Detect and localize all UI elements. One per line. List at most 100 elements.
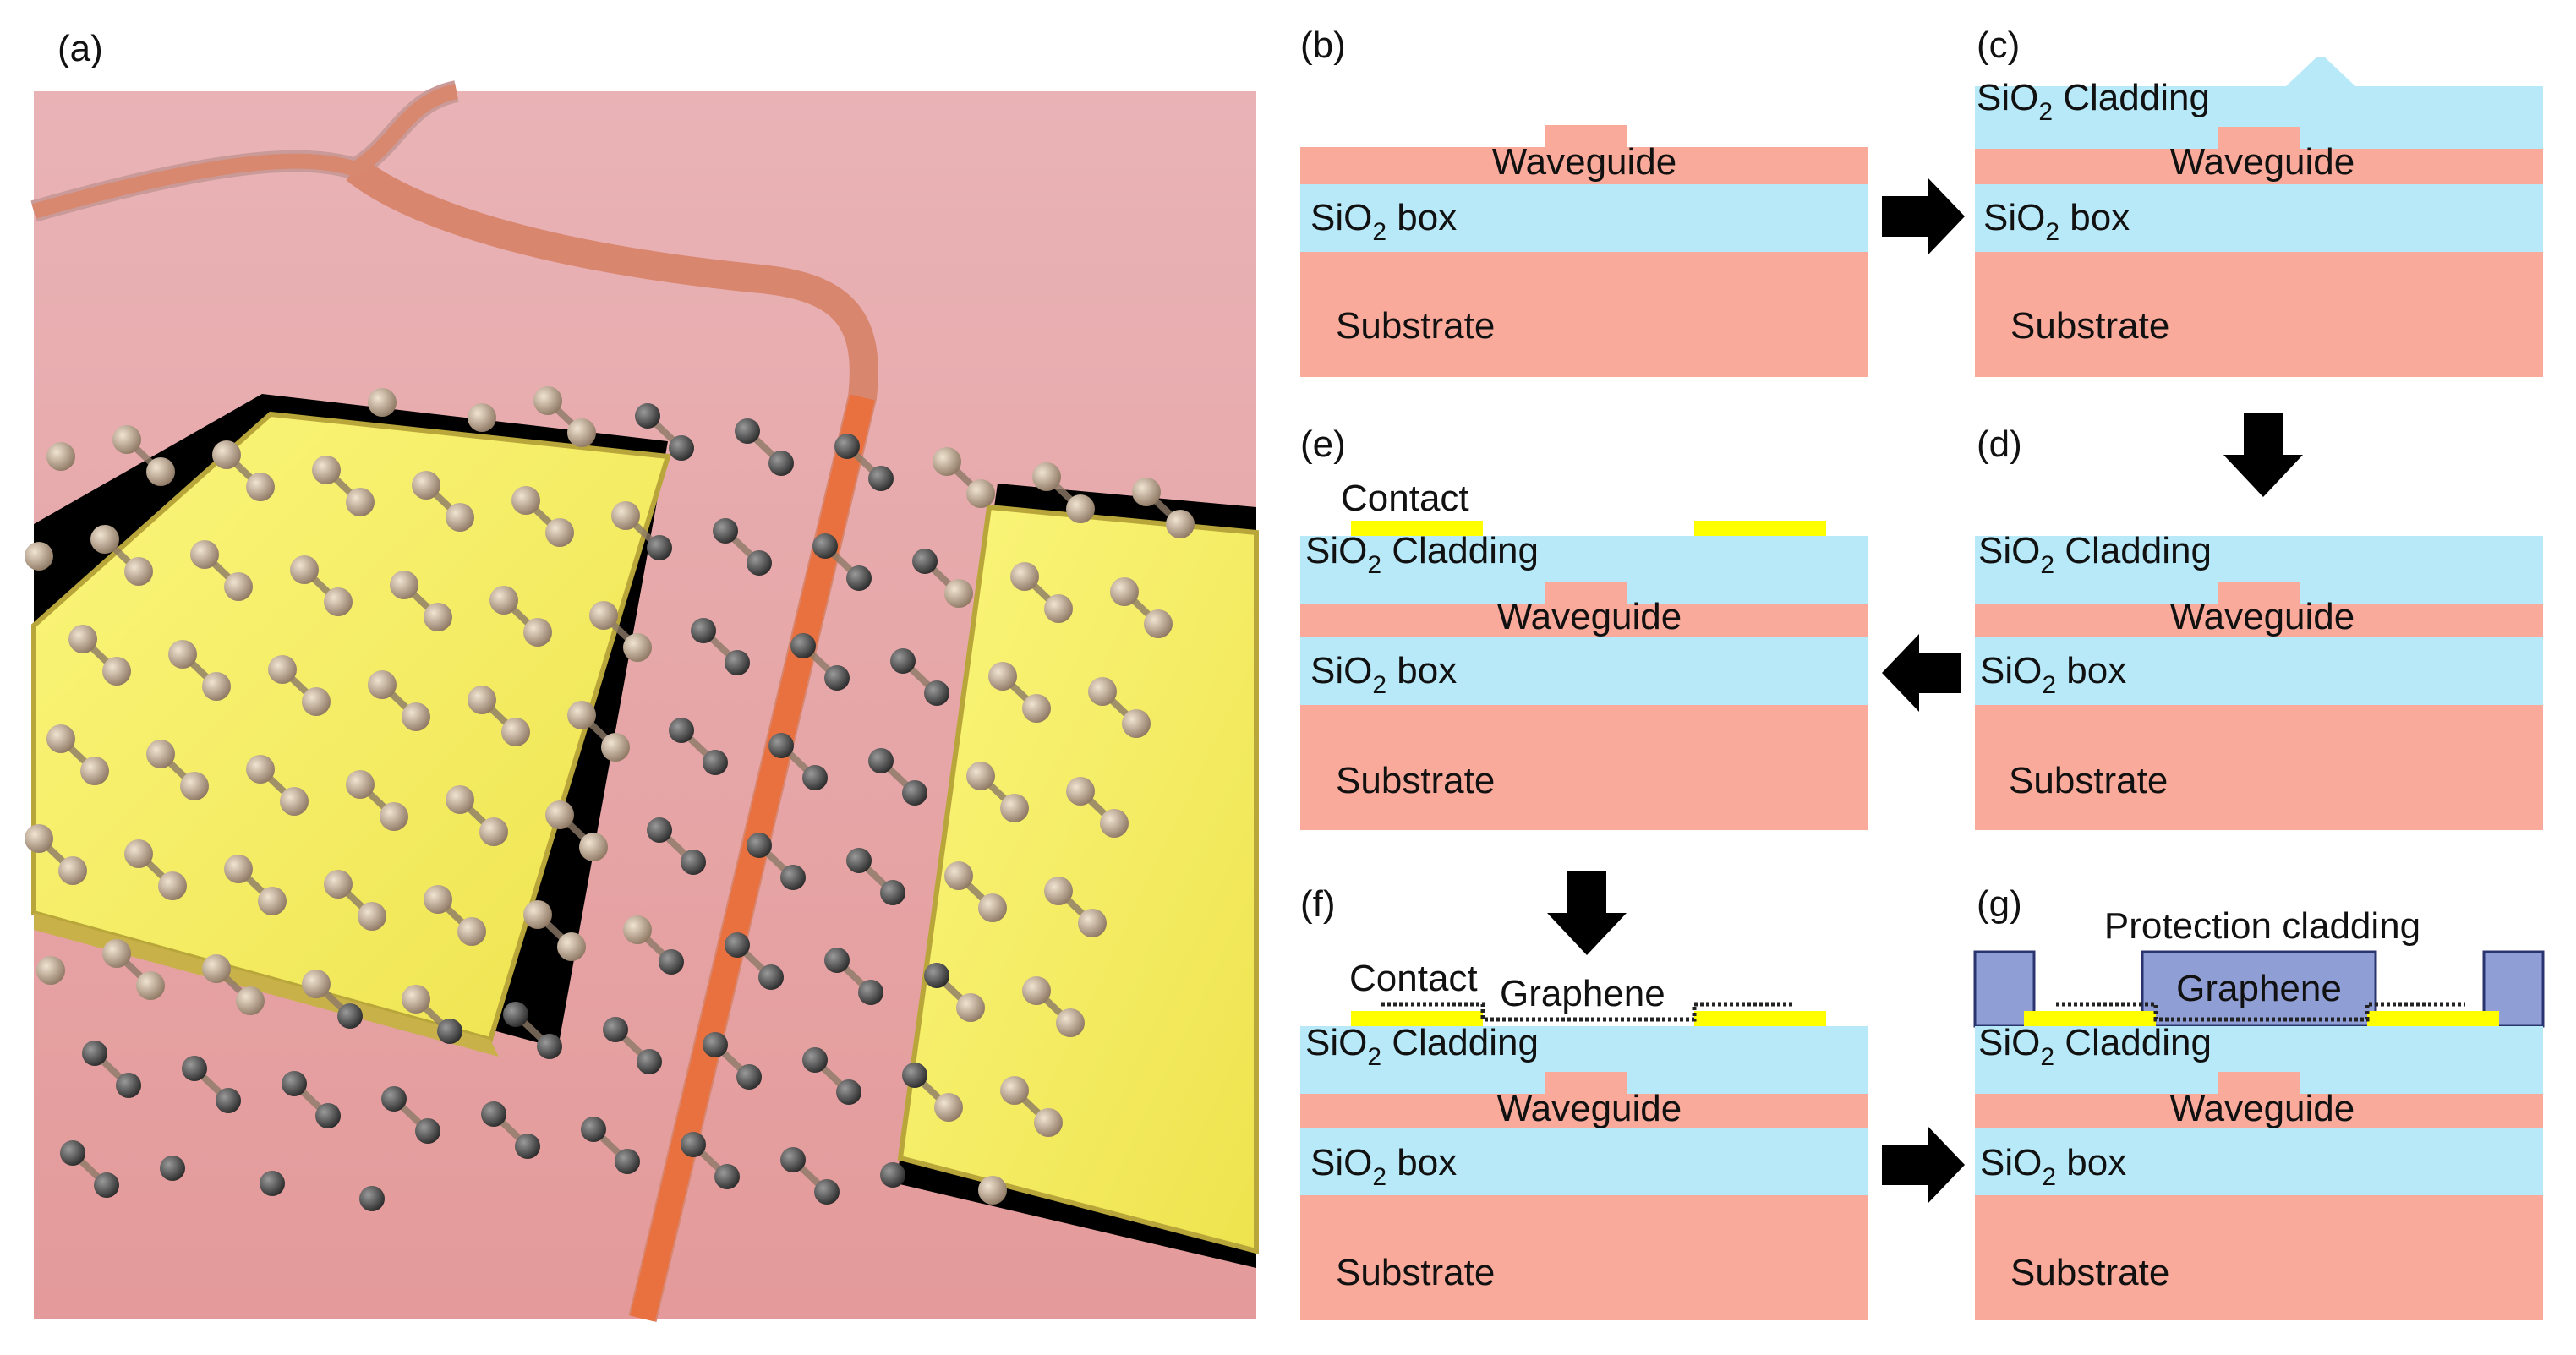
carbon-atom: [112, 425, 141, 454]
carbon-atom: [94, 1172, 119, 1198]
carbon-atom: [216, 1088, 241, 1113]
cladding-text: SiO2 Cladding: [1978, 530, 2212, 579]
substrate-text: Substrate: [1336, 760, 1495, 801]
carbon-atom: [780, 1147, 806, 1172]
carbon-atom: [902, 780, 927, 806]
substrate-layer: [1300, 252, 1868, 377]
carbon-atom: [446, 785, 474, 814]
carbon-atom: [312, 456, 341, 484]
carbon-atom: [25, 824, 53, 853]
contact-pad-right: [2367, 1011, 2499, 1026]
carbon-atom: [681, 1132, 706, 1157]
carbon-atom: [324, 587, 353, 616]
carbon-atom: [479, 817, 508, 846]
carbon-atom: [146, 740, 175, 768]
carbon-atom: [258, 887, 287, 915]
carbon-atom: [168, 640, 197, 669]
waveguide-rib: [2218, 127, 2300, 149]
box-layer: [1300, 1128, 1868, 1195]
carbon-atom: [390, 571, 418, 599]
carbon-atom: [924, 680, 949, 706]
panel-g-label: (g): [1977, 883, 2022, 925]
carbon-atom: [1066, 777, 1095, 806]
cladding-layer: [1975, 57, 2543, 149]
waveguide-text: Waveguide: [1492, 141, 1677, 183]
carbon-atom: [424, 885, 452, 914]
carbon-atom: [978, 1176, 1007, 1205]
carbon-atom: [623, 633, 652, 662]
carbon-atom: [780, 865, 806, 890]
carbon-atom: [858, 980, 883, 1005]
carbon-atom: [182, 1056, 207, 1081]
carbon-atom: [824, 665, 850, 691]
substrate-text: Substrate: [1336, 1252, 1495, 1293]
waveguide-layer: [1975, 149, 2543, 184]
carbon-atom: [824, 948, 850, 973]
carbon-atom: [1000, 794, 1029, 822]
carbon-atom: [515, 1134, 540, 1159]
carbon-atom: [802, 765, 828, 790]
carbon-atom: [1010, 562, 1039, 591]
carbon-atom: [1066, 494, 1095, 523]
carbon-atom: [603, 1017, 628, 1042]
carbon-atom: [337, 1003, 363, 1029]
carbon-atom: [346, 770, 375, 799]
substrate-layer: [1975, 252, 2543, 377]
carbon-atom: [579, 833, 608, 861]
carbon-atom: [713, 518, 738, 544]
carbon-atom: [90, 525, 119, 554]
carbon-atom: [533, 386, 562, 415]
graphene-text: Graphene: [2176, 968, 2342, 1009]
carbon-atom: [768, 733, 794, 758]
carbon-atom: [834, 434, 860, 459]
carbon-atom: [1022, 976, 1051, 1005]
carbon-atom: [160, 1156, 185, 1181]
carbon-atom: [424, 603, 452, 631]
box-layer: [1975, 184, 2543, 252]
carbon-atom: [523, 900, 552, 929]
carbon-atom: [1044, 877, 1073, 905]
carbon-atom: [1144, 609, 1173, 638]
arrow-left-icon: [1882, 634, 1961, 712]
carbon-atom: [703, 750, 728, 775]
carbon-atom: [1044, 594, 1073, 623]
carbon-atom: [846, 565, 872, 591]
carbon-atom: [615, 1149, 640, 1174]
waveguide-rib: [1545, 1072, 1627, 1094]
substrate-layer: [1975, 705, 2543, 830]
carbon-atom: [246, 755, 275, 784]
waveguide-layer: [1300, 147, 1868, 184]
arrow-down-icon: [1547, 871, 1627, 955]
box-text: SiO2 box: [1310, 197, 1457, 246]
carbon-atom: [402, 702, 430, 731]
waveguide-text: Waveguide: [1497, 1088, 1682, 1129]
carbon-atom: [315, 1103, 341, 1128]
box-layer: [1300, 637, 1868, 705]
carbon-atom: [725, 650, 750, 675]
arrow-right-icon: [1882, 1126, 1965, 1204]
panel-d-label: (d): [1977, 423, 2022, 465]
panel-c-label: (c): [1977, 25, 2020, 66]
panel-b: (b) Waveguide SiO2 box Substrate: [1300, 25, 1868, 377]
carbon-atom: [324, 870, 353, 899]
carbon-atom: [290, 555, 319, 584]
carbon-atom: [635, 403, 660, 429]
carbon-atom: [212, 440, 241, 469]
panel-e: (e) Contact SiO2 Cladding Waveguide SiO2…: [1300, 423, 1868, 830]
carbon-atom: [1000, 1076, 1029, 1105]
carbon-atom: [725, 932, 750, 958]
carbon-atom: [1022, 694, 1051, 723]
carbon-atom: [511, 486, 540, 515]
protection-text: Protection cladding: [2104, 905, 2420, 947]
waveguide-rib: [2218, 1072, 2300, 1094]
carbon-atom: [736, 1064, 762, 1090]
carbon-atom: [190, 540, 219, 569]
carbon-atom: [1100, 809, 1129, 838]
carbon-atom: [359, 1186, 385, 1211]
carbon-atom: [647, 817, 672, 843]
carbon-atom: [944, 579, 973, 608]
carbon-atom: [358, 902, 386, 931]
carbon-atom: [412, 471, 440, 500]
carbon-atom: [890, 648, 916, 674]
contact-pad-left: [2024, 1011, 2156, 1026]
